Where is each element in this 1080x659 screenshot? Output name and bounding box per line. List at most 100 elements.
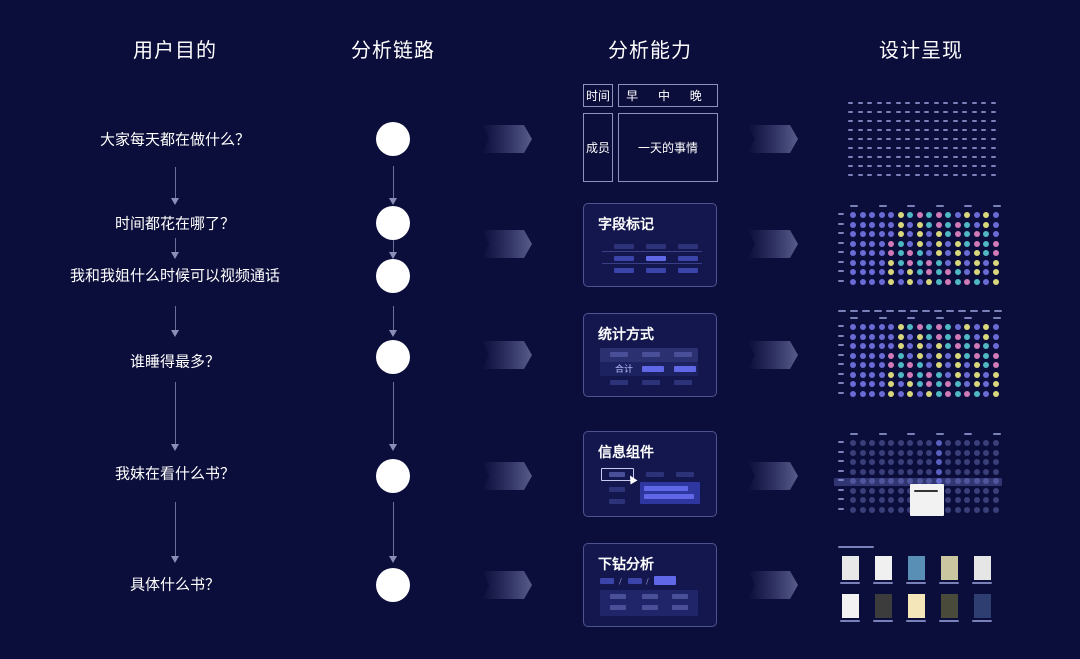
text-glyph [886, 102, 891, 104]
dot-mark [878, 343, 885, 349]
text-glyph [981, 165, 986, 167]
dot-mark [850, 250, 856, 256]
dot-mark [973, 250, 980, 256]
dot-mark [992, 231, 999, 237]
text-glyph [943, 129, 948, 131]
dot-mark [964, 459, 970, 465]
dot-mark [945, 478, 951, 484]
dot-mark [954, 449, 961, 456]
text-glyph [876, 174, 882, 176]
chevron-right-icon [482, 571, 532, 599]
dot-mark [878, 497, 885, 503]
dot-mark [907, 352, 913, 359]
book-title-line [939, 582, 959, 584]
dot-mark [869, 352, 875, 359]
dot-mark [859, 343, 866, 349]
dot-mark [916, 250, 923, 256]
dot-mark [935, 352, 942, 359]
col-label [992, 433, 1001, 435]
dot-mark [973, 449, 980, 456]
dot-mark [973, 333, 980, 340]
dot-mark [878, 324, 885, 330]
dot-mark [992, 250, 999, 256]
dot-mark [935, 390, 942, 397]
text-glyph [848, 102, 853, 104]
dot-mark [869, 269, 875, 275]
dot-mark [983, 449, 989, 456]
text-glyph [943, 102, 948, 104]
dot-mark [926, 449, 932, 456]
dot-mark [869, 506, 875, 513]
text-glyph [962, 147, 967, 149]
text-glyph [857, 111, 863, 113]
text-glyph [981, 147, 986, 149]
dot-mark [964, 478, 970, 484]
text-glyph [895, 102, 901, 104]
matrix-member-label: 成员 [583, 113, 613, 182]
book-title-line [906, 620, 926, 622]
dot-mark [926, 478, 932, 484]
dot-mark [897, 269, 904, 275]
dot-mark [973, 343, 980, 349]
dot-mark [964, 343, 970, 349]
card-statistics: 统计方式 合计 [583, 313, 717, 397]
row-label [838, 260, 844, 263]
dot-mark [916, 324, 923, 330]
dot-mark [973, 371, 980, 378]
dot-mark [869, 487, 875, 494]
text-glyph [943, 138, 948, 140]
dot-mark [945, 269, 951, 275]
text-glyph [886, 174, 891, 176]
card-title: 统计方式 [598, 327, 654, 343]
book-title-line [939, 620, 959, 622]
dot-mark [878, 478, 885, 484]
dot-mark [859, 497, 866, 503]
col-label [850, 433, 858, 435]
dot-mark [973, 497, 980, 503]
dot-mark [916, 440, 923, 446]
text-glyph [914, 120, 920, 122]
arrow-down-icon [171, 556, 179, 563]
text-glyph [867, 156, 872, 158]
text-glyph [914, 174, 920, 176]
text-glyph [895, 174, 901, 176]
text-glyph [981, 174, 986, 176]
dot-mark [973, 221, 980, 228]
dot-mark [897, 506, 904, 513]
dot-mark [869, 221, 875, 228]
text-glyph [886, 111, 891, 113]
text-glyph [905, 147, 910, 149]
dot-mark [926, 390, 932, 397]
book-cover [974, 556, 991, 580]
dot-mark [992, 468, 999, 475]
dot-mark [964, 250, 970, 256]
text-glyph [867, 138, 872, 140]
dot-mark [878, 468, 885, 475]
legend-swatch [958, 310, 966, 312]
dot-mark [945, 506, 951, 513]
placeholder-cell [610, 380, 628, 385]
dot-mark [983, 343, 989, 349]
dot-mark [945, 333, 951, 340]
text-glyph [933, 111, 939, 113]
design-panel-dot-matrix-total [834, 310, 1002, 402]
text-glyph [876, 102, 882, 104]
dot-mark [878, 231, 885, 237]
dot-mark [916, 449, 923, 456]
arrow-down-icon [171, 252, 179, 259]
dot-mark [983, 506, 989, 513]
dot-mark [859, 362, 866, 368]
dot-mark [859, 259, 866, 266]
chevron-right-icon [748, 462, 798, 490]
row-label [838, 372, 844, 375]
dot-mark [878, 221, 885, 228]
text-glyph [876, 129, 882, 131]
dot-mark [983, 497, 989, 503]
popover-line [644, 494, 694, 499]
dot-mark [888, 240, 894, 247]
row-label [838, 441, 844, 443]
dot-mark [945, 278, 951, 285]
dot-mark [897, 468, 904, 475]
chevron-right-icon [482, 341, 532, 369]
book-cover [908, 556, 925, 580]
